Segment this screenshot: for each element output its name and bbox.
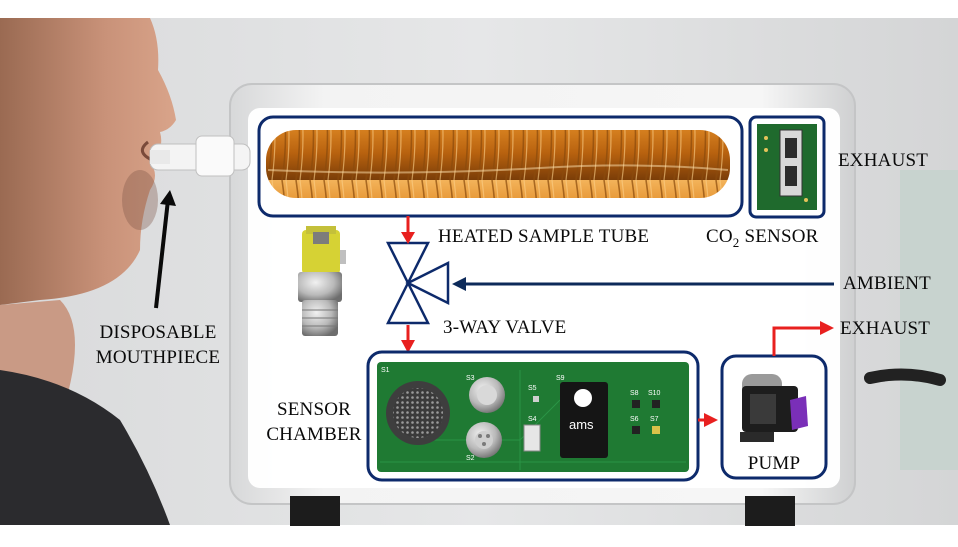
person-face-photo (0, 18, 176, 525)
ams-logo-text: ams (569, 417, 594, 432)
arrow-to-mouthpiece (154, 190, 176, 309)
label-disposable-line2: MOUTHPIECE (95, 347, 221, 368)
person-shirt (0, 370, 170, 525)
sensor-s4 (523, 424, 541, 452)
sensor-s7 (652, 426, 660, 434)
label-heated-sample-tube: HEATED SAMPLE TUBE (438, 226, 650, 247)
power-cable (864, 368, 946, 386)
arrow-tube-to-valve (401, 216, 415, 244)
pcb-label-s10: S10 (648, 390, 661, 397)
pump-photo (740, 374, 808, 442)
label-exhaust-top: EXHAUST (838, 150, 929, 171)
pcb-label-s7: S7 (650, 416, 659, 423)
label-disposable-mouthpiece: DISPOSABLE MOUTHPIECE (80, 322, 236, 369)
arrow-ambient-to-valve (452, 277, 834, 291)
solenoid-valve-photo (298, 226, 346, 336)
pcb-label-s5: S5 (528, 385, 537, 392)
label-sensor-line2: CHAMBER (266, 424, 362, 445)
pcb-label-s2: S2 (466, 455, 475, 462)
case-foot-left (290, 496, 340, 526)
label-co2-prefix: CO (706, 226, 733, 247)
arrow-chamber-to-pump (698, 413, 718, 427)
label-pump: PUMP (747, 453, 801, 474)
label-sensor-chamber: SENSOR CHAMBER (262, 399, 366, 446)
heated-sample-tube-coil (266, 130, 730, 198)
pcb-label-s6: S6 (630, 416, 639, 423)
three-way-valve-symbol (385, 241, 450, 325)
label-co2-sensor: CO2 SENSOR (706, 226, 819, 254)
label-co2-suffix: SENSOR (739, 226, 819, 247)
sensor-s8 (632, 400, 640, 408)
pcb-label-s1: S1 (381, 367, 390, 374)
sensor-pcb (377, 362, 689, 472)
pcb-label-s8: S8 (630, 390, 639, 397)
label-exhaust-pump: EXHAUST (840, 318, 931, 339)
arrow-valve-to-chamber (401, 325, 415, 353)
pcb-label-s9: S9 (556, 375, 565, 382)
mouthpiece-tube (149, 135, 251, 177)
case-foot-right (745, 496, 795, 526)
sensor-s10 (652, 400, 660, 408)
sensor-s9-ams (560, 382, 608, 458)
sensor-s6 (632, 426, 640, 434)
label-three-way-valve: 3-WAY VALVE (443, 317, 567, 338)
sensor-s5 (533, 396, 539, 402)
pcb-label-s3: S3 (466, 375, 475, 382)
label-ambient: AMBIENT (843, 273, 931, 294)
label-disposable-line1: DISPOSABLE (99, 322, 217, 343)
pcb-label-s4: S4 (528, 416, 537, 423)
label-sensor-line1: SENSOR (276, 399, 352, 420)
label-co2-subscript: 2 (732, 234, 740, 250)
arrow-pump-to-exhaust (772, 321, 834, 356)
